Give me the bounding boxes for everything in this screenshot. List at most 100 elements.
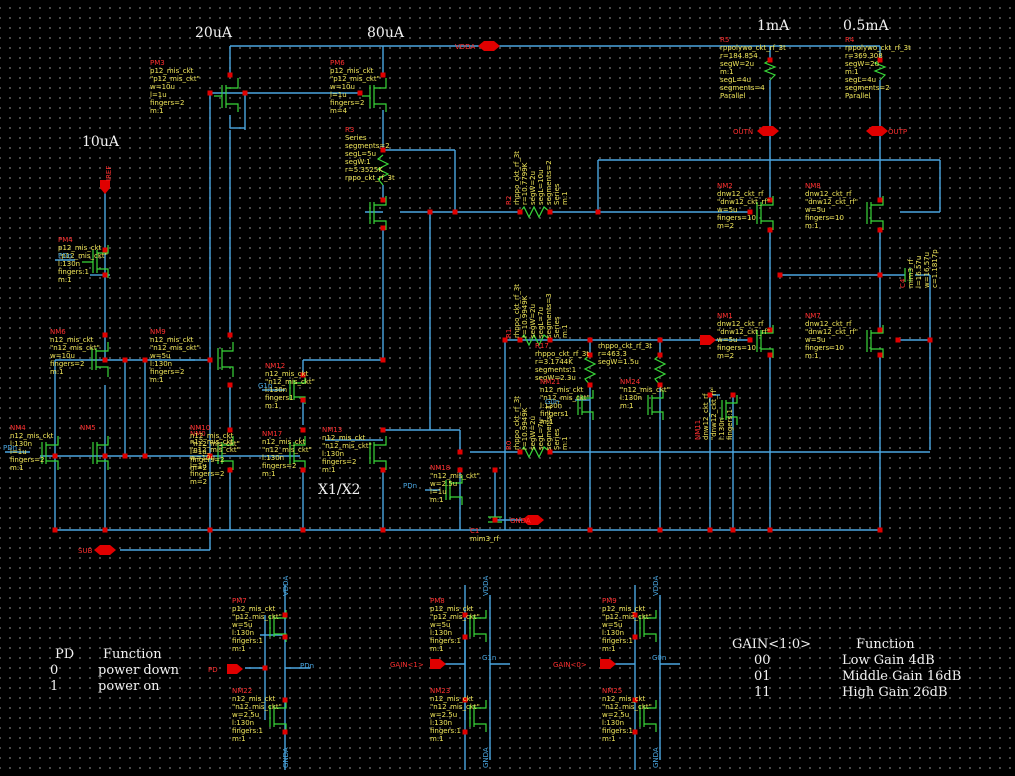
pin-marker[interactable]	[730, 527, 736, 533]
pin-marker[interactable]	[707, 392, 713, 398]
pin-marker[interactable]	[587, 337, 593, 343]
pin-marker[interactable]	[380, 527, 386, 533]
pin-marker[interactable]	[777, 272, 783, 278]
pin-marker[interactable]	[632, 612, 638, 618]
pin-marker[interactable]	[462, 697, 468, 703]
pin-marker[interactable]	[877, 327, 883, 333]
pin-marker[interactable]	[457, 449, 463, 455]
pin-marker[interactable]	[632, 697, 638, 703]
pin-marker[interactable]	[595, 209, 601, 215]
pin-marker[interactable]	[462, 729, 468, 735]
pin-marker[interactable]	[547, 449, 553, 455]
pin-marker[interactable]	[142, 453, 148, 459]
pin-marker[interactable]	[227, 382, 233, 388]
sub-port[interactable]	[94, 545, 116, 555]
outp-port[interactable]	[866, 126, 888, 136]
outn-port[interactable]	[757, 126, 779, 136]
gain0-port[interactable]	[600, 659, 616, 669]
pin-marker[interactable]	[380, 357, 386, 363]
pin-marker[interactable]	[262, 665, 268, 671]
pin-marker[interactable]	[457, 467, 463, 473]
pin-marker[interactable]	[357, 90, 363, 96]
pin-marker[interactable]	[927, 337, 933, 343]
pin-marker[interactable]	[657, 382, 663, 388]
pin-marker[interactable]	[517, 449, 523, 455]
pin-marker[interactable]	[707, 527, 713, 533]
pin-marker[interactable]	[242, 90, 248, 96]
gain1-port[interactable]	[430, 659, 446, 669]
pin-marker[interactable]	[427, 209, 433, 215]
pd-port[interactable]	[227, 664, 243, 674]
pin-marker[interactable]	[122, 357, 128, 363]
pin-marker[interactable]	[492, 467, 498, 473]
pin-marker[interactable]	[767, 527, 773, 533]
pin-marker[interactable]	[767, 352, 773, 358]
pin-marker[interactable]	[380, 72, 386, 78]
pin-marker[interactable]	[587, 382, 593, 388]
pin-marker[interactable]	[452, 209, 458, 215]
pin-marker[interactable]	[547, 209, 553, 215]
pin-marker[interactable]	[300, 397, 306, 403]
pin-marker[interactable]	[207, 90, 213, 96]
pin-marker[interactable]	[462, 612, 468, 618]
pin-marker[interactable]	[657, 337, 663, 343]
vdda-port[interactable]	[478, 41, 500, 51]
pin-marker[interactable]	[227, 332, 233, 338]
iref-port[interactable]	[100, 180, 110, 194]
pin-marker[interactable]	[895, 337, 901, 343]
pin-marker[interactable]	[300, 467, 306, 473]
pin-marker[interactable]	[657, 527, 663, 533]
pin-marker[interactable]	[207, 527, 213, 533]
pin-marker[interactable]	[300, 372, 306, 378]
pin-marker[interactable]	[380, 225, 386, 231]
pin-marker[interactable]	[587, 527, 593, 533]
pin-marker[interactable]	[767, 327, 773, 333]
pin-marker[interactable]	[877, 197, 883, 203]
pin-marker[interactable]	[380, 467, 386, 473]
pin-marker[interactable]	[142, 357, 148, 363]
pin-marker[interactable]	[102, 272, 108, 278]
pin-marker[interactable]	[102, 247, 108, 253]
pin-marker[interactable]	[380, 427, 386, 433]
pin-marker[interactable]	[102, 357, 108, 363]
pin-marker[interactable]	[877, 352, 883, 358]
pin-marker[interactable]	[52, 527, 58, 533]
pin-marker[interactable]	[657, 352, 663, 358]
pin-marker[interactable]	[547, 337, 553, 343]
pin-marker[interactable]	[747, 209, 753, 215]
pin-marker[interactable]	[380, 147, 386, 153]
pin-marker[interactable]	[227, 427, 233, 433]
pin-marker[interactable]	[747, 337, 753, 343]
pin-marker[interactable]	[207, 357, 213, 363]
pin-marker[interactable]	[380, 197, 386, 203]
pin-marker[interactable]	[517, 209, 523, 215]
pin-marker[interactable]	[282, 634, 288, 640]
pin-marker[interactable]	[300, 427, 306, 433]
pin-marker[interactable]	[767, 227, 773, 233]
pin-marker[interactable]	[730, 392, 736, 398]
pin-marker[interactable]	[877, 57, 883, 63]
pin-marker[interactable]	[502, 337, 508, 343]
pin-marker[interactable]	[102, 332, 108, 338]
pin-marker[interactable]	[877, 272, 883, 278]
pin-marker[interactable]	[632, 729, 638, 735]
pin-marker[interactable]	[282, 697, 288, 703]
gnda-port[interactable]	[522, 515, 544, 525]
pin-marker[interactable]	[207, 453, 213, 459]
pin-marker[interactable]	[877, 227, 883, 233]
pin-marker[interactable]	[767, 197, 773, 203]
pin-marker[interactable]	[462, 634, 468, 640]
pin-marker[interactable]	[877, 527, 883, 533]
pin-marker[interactable]	[632, 634, 638, 640]
pin-marker[interactable]	[587, 352, 593, 358]
pin-marker[interactable]	[492, 517, 498, 523]
rf-out-port[interactable]	[700, 335, 716, 345]
pin-marker[interactable]	[122, 453, 128, 459]
pin-marker[interactable]	[102, 453, 108, 459]
pin-marker[interactable]	[282, 612, 288, 618]
pin-marker[interactable]	[52, 453, 58, 459]
pin-marker[interactable]	[227, 72, 233, 78]
pin-marker[interactable]	[767, 57, 773, 63]
pin-marker[interactable]	[102, 527, 108, 533]
